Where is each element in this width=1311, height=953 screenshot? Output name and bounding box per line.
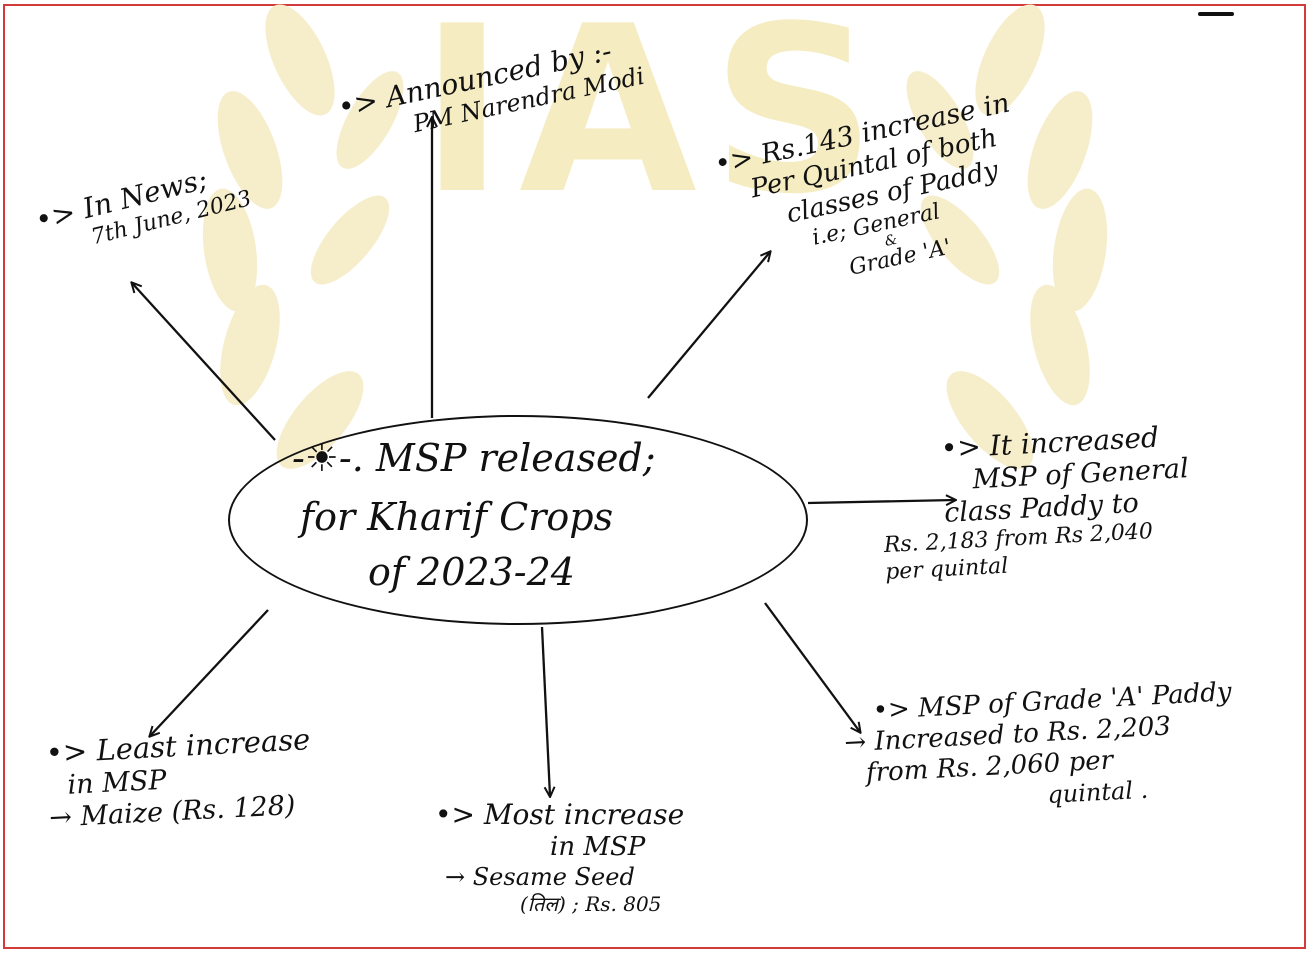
arrow-increase <box>647 252 770 399</box>
note-most-increase: •> Most increase in MSP → Sesame Seed (त… <box>435 798 684 916</box>
note-line: in MSP <box>550 831 646 862</box>
laurel-right <box>906 4 1108 469</box>
center-subtitle: for Kharif Crops <box>300 495 614 539</box>
arrow-least-increase <box>150 609 269 736</box>
note-line: → Sesame Seed <box>445 862 635 891</box>
arrow-in-news <box>132 283 276 441</box>
corner-mark <box>1198 12 1234 16</box>
note-general-msp: •> It increased MSP of General class Pad… <box>883 419 1194 585</box>
arrow-grade-a <box>764 602 860 732</box>
note-least-increase: •> Least increase in MSP → Maize (Rs. 12… <box>45 722 314 835</box>
watermark-text: IAS <box>419 0 890 245</box>
center-year: of 2023-24 <box>368 550 575 594</box>
laurel-left <box>202 4 404 469</box>
center-title: -☀-. MSP released; <box>292 436 656 480</box>
note-grade-a: •> MSP of Grade 'A' Paddy → Increased to… <box>844 677 1237 818</box>
arrow-most-increase <box>540 626 550 796</box>
central-node <box>228 415 808 625</box>
diagram-frame <box>3 4 1306 949</box>
note-line: •> Most increase <box>435 798 685 831</box>
note-line: (तिल) ; Rs. 805 <box>520 891 662 916</box>
arrow-general-msp <box>807 500 955 503</box>
